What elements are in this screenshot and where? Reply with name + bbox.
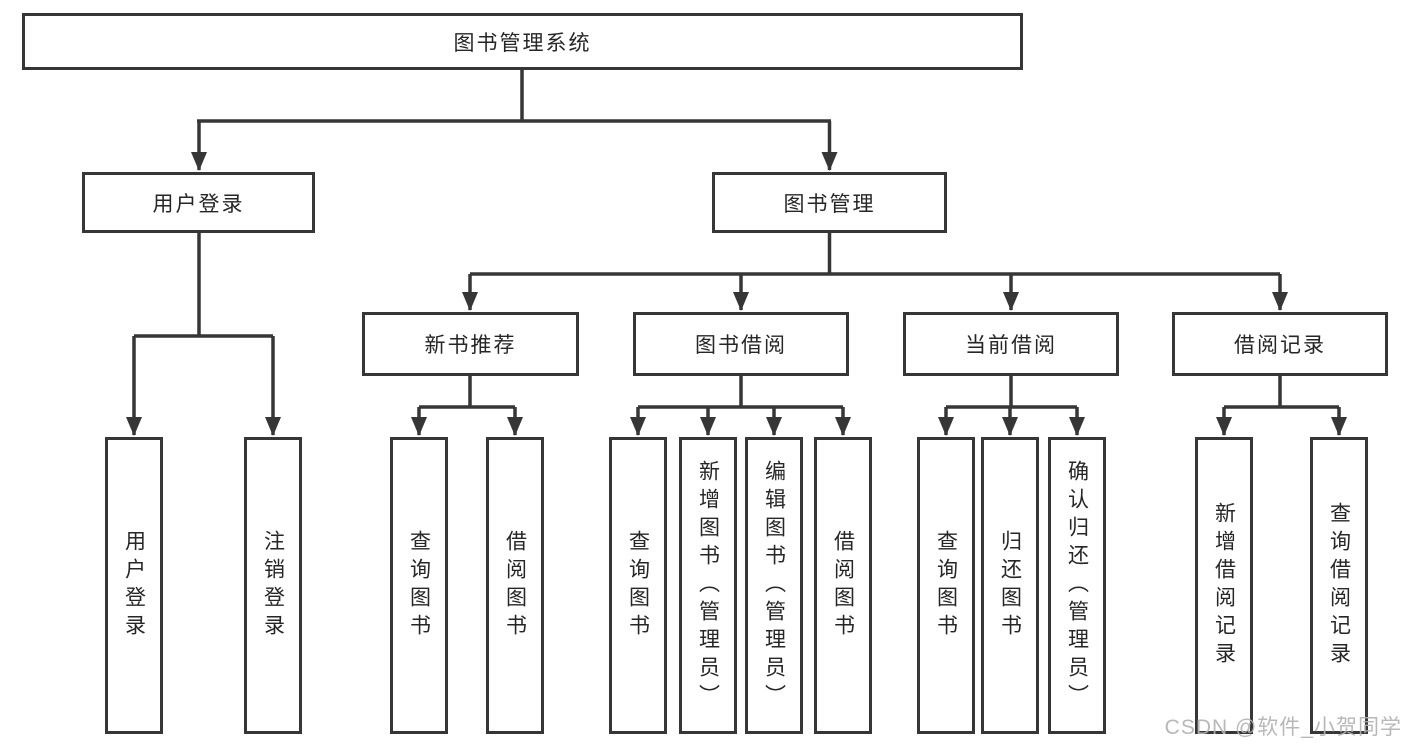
connector-book-mgmt-to-level3 [462,233,1288,311]
connector-book-borrow-to-leaves [630,376,851,436]
leaf-current-return-books: 归还图书 [981,437,1039,734]
node-current-borrow: 当前借阅 [903,312,1119,376]
node-book-borrow: 图书借阅 [633,312,849,376]
node-user-login: 用户登录 [82,172,315,233]
leaf-borrow-borrow-books: 借阅图书 [814,437,872,734]
leaf-user-login: 用户登录 [105,437,163,734]
node-new-book-recommend: 新书推荐 [362,312,579,376]
leaf-current-confirm-return-admin: 确认归还（管理员） [1048,437,1106,734]
leaf-borrow-query-books: 查询图书 [609,437,667,734]
connector-current-borrow-to-leaves [938,376,1085,436]
connector-new-book-rec-to-leaves [411,376,523,436]
node-root-library-system: 图书管理系统 [22,13,1023,70]
leaf-logout: 注销登录 [244,437,302,734]
leaf-borrow-edit-books-admin: 编辑图书（管理员） [745,437,803,734]
node-book-management: 图书管理 [712,172,947,233]
leaf-current-query-books: 查询图书 [917,437,975,734]
node-borrow-records: 借阅记录 [1172,312,1388,376]
leaf-newrec-borrow-books: 借阅图书 [486,437,544,734]
connector-borrow-records-to-leaves [1216,376,1347,436]
leaf-records-query-borrow-record: 查询借阅记录 [1310,437,1368,734]
leaf-newrec-query-books: 查询图书 [390,437,448,734]
connector-root-to-level2 [191,70,838,171]
leaf-borrow-add-books-admin: 新增图书（管理员） [679,437,737,734]
csdn-watermark: CSDN @软件_小贺同学 [1164,716,1402,739]
connector-user-login-to-leaves [126,233,281,436]
leaf-records-add-borrow-record: 新增借阅记录 [1195,437,1253,734]
